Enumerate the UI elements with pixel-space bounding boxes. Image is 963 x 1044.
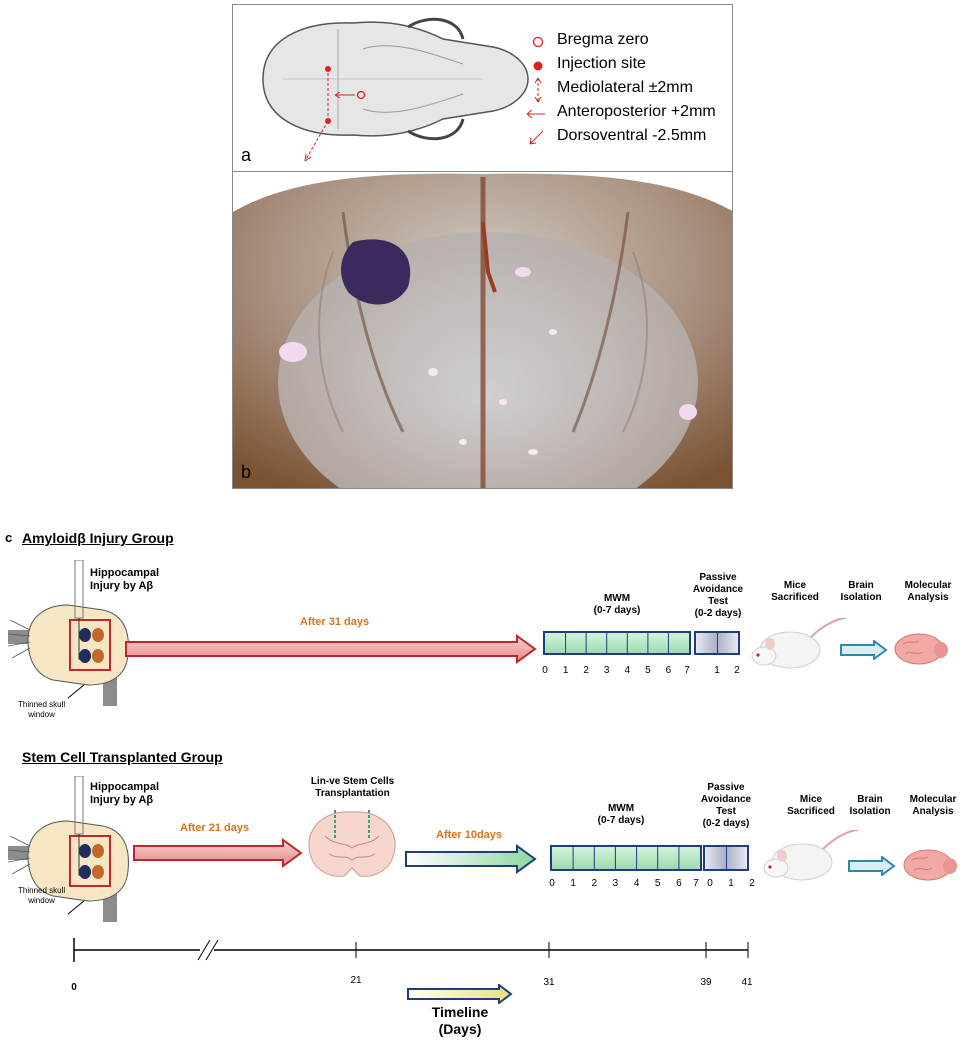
arrow-label-10-days: After 10days (436, 829, 503, 841)
tick: 7 (693, 878, 699, 889)
panel-b-letter: b (241, 462, 252, 482)
timeline-tick-label: 39 (700, 977, 712, 988)
diagonal-arrow-icon (529, 130, 544, 145)
tick: 3 (612, 878, 619, 889)
tick: 1 (728, 878, 734, 889)
group2-title: Stem Cell Transplanted Group (22, 749, 223, 765)
tick: 2 (749, 878, 755, 889)
timeline-tick-label: 0 (71, 982, 77, 993)
mwm-grid (565, 633, 669, 653)
tick: 5 (645, 665, 651, 676)
group1-sacrificed-label: Mice Sacrificed (771, 580, 819, 603)
teal-arrow-isolation (840, 640, 888, 660)
tick: 4 (624, 665, 631, 676)
arrow-label-21-days: After 21 days (180, 822, 250, 834)
group2-injury-label: Hippocampal Injury by Aβ (90, 781, 160, 806)
legend-label: Injection site (557, 55, 646, 72)
timeline-axis (73, 938, 749, 962)
mouse-head-injection-illustration (8, 560, 129, 706)
timeline-tick-label: 41 (741, 977, 753, 988)
legend-label: Bregma zero (557, 31, 649, 48)
group2-isolation-label: Brain Isolation (849, 794, 891, 817)
group2-thinned-label: Thinned skull window (18, 886, 66, 905)
legend-label: Anteroposterior +2mm (557, 103, 716, 120)
group1-isolation-label: Brain Isolation (840, 580, 882, 603)
filled-circle-icon (533, 61, 543, 71)
green-arrow-10-days (405, 844, 537, 874)
tick: 2 (591, 878, 598, 889)
brain-section-transplant-icon (308, 810, 396, 877)
tick: 1 (562, 665, 569, 676)
tick: 2 (734, 665, 740, 676)
brain-icon (903, 849, 957, 881)
left-arrow-icon (526, 109, 545, 119)
tick: 5 (654, 878, 661, 889)
tick: 0 (707, 878, 713, 889)
group1-mwm-box (543, 631, 691, 655)
teal-arrow-isolation (848, 856, 896, 876)
tick: 4 (633, 878, 640, 889)
group1-molecular-label: Molecular Analysis (904, 580, 952, 603)
group2-pa-label: Passive Avoidance Test (0-2 days) (700, 782, 752, 829)
tick: 0 (542, 665, 548, 676)
red-arrow-21-days (133, 838, 303, 868)
group1-injury-label: Hippocampal Injury by Aβ (90, 567, 160, 592)
skull-illustration (262, 17, 529, 162)
group1-title: Amyloidβ Injury Group (22, 530, 174, 546)
white-mouse-illustration (751, 618, 847, 669)
brain-icon (894, 633, 948, 665)
group1-pa-label: Passive Avoidance Test (0-2 days) (692, 572, 744, 619)
open-circle-icon (532, 36, 544, 48)
dashed-double-arrow-icon (534, 77, 542, 103)
group2-sacrificed-label: Mice Sacrificed (787, 794, 835, 817)
legend-label: Dorsoventral -2.5mm (557, 127, 707, 144)
brain-section-photo (233, 172, 732, 488)
timeline-tick-label: 21 (350, 975, 362, 986)
transplant-label: Lin-ve Stem Cells Transplantation (310, 776, 395, 799)
white-mouse-illustration (763, 830, 859, 881)
tick: 1 (714, 665, 720, 676)
group2-mwm-label: MWM (0-7 days) (597, 803, 645, 826)
tick: 0 (549, 878, 555, 889)
panel-a-frame: Bregma zero Injection site Mediolateral … (232, 4, 733, 172)
timeline-tick-label: 31 (543, 977, 555, 988)
group1-thinned-label: Thinned skull window (18, 700, 66, 719)
group2-molecular-label: Molecular Analysis (909, 794, 957, 817)
panel-c-letter: c (5, 530, 13, 545)
tick: 3 (603, 665, 610, 676)
group2-mwm-box (550, 845, 702, 871)
mwm-grid (572, 847, 680, 869)
tick: 6 (676, 878, 682, 889)
mouse-head-injection-illustration (8, 776, 129, 922)
timeline-arrow (407, 984, 513, 1004)
arrow-label-31-days: After 31 days (300, 616, 370, 628)
panel-b-frame: b (232, 171, 733, 489)
red-arrow-31-days (125, 634, 537, 664)
tick: 1 (570, 878, 576, 889)
tick: 2 (583, 665, 589, 676)
legend-label: Mediolateral ±2mm (557, 79, 693, 96)
tick: 7 (684, 665, 690, 676)
group1-pa-box (694, 631, 740, 655)
group1-mwm-label: MWM (0-7 days) (593, 593, 641, 616)
timeline-label: Timeline (Days) (431, 1004, 489, 1037)
group2-pa-box (703, 845, 749, 871)
panel-a-letter: a (241, 145, 252, 165)
tick: 6 (665, 665, 672, 676)
